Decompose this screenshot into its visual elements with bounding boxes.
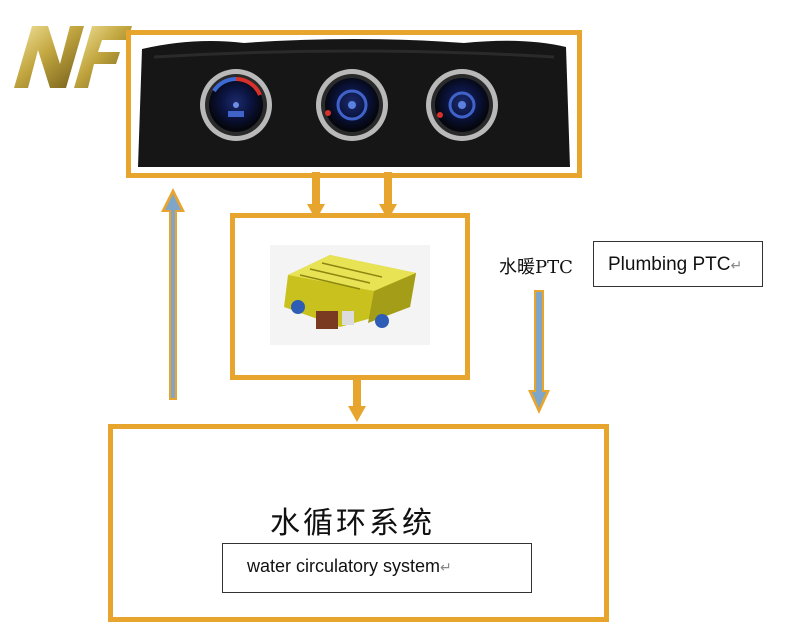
arrow-panel-to-ptc-right <box>379 172 397 220</box>
nf-logo <box>14 26 132 88</box>
return-mark: ↵ <box>440 559 452 575</box>
water-system-label-en-box: water circulatory system↵ <box>222 543 532 593</box>
knob-fan <box>426 69 498 141</box>
ptc-label-en: Plumbing PTC <box>608 254 731 275</box>
return-mark: ↵ <box>730 257 743 273</box>
hvac-control-panel-image <box>138 39 570 167</box>
water-system-label-en: water circulatory system <box>247 556 441 576</box>
water-system-label-cn: 水循环系统 <box>270 506 435 541</box>
arrow-ptc-label-to-water <box>528 290 550 414</box>
ptc-label-cn: 水暖PTC <box>499 257 573 278</box>
ptc-label-en-box: Plumbing PTC↵ <box>593 241 763 287</box>
arrow-ptc-to-water <box>348 378 366 422</box>
water-system-box <box>108 424 609 622</box>
knob-temperature <box>200 69 272 141</box>
knob-mode <box>316 69 388 141</box>
ptc-heater-image <box>270 245 430 345</box>
arrow-panel-to-ptc-left <box>307 172 325 220</box>
arrow-water-to-panel <box>161 188 185 400</box>
